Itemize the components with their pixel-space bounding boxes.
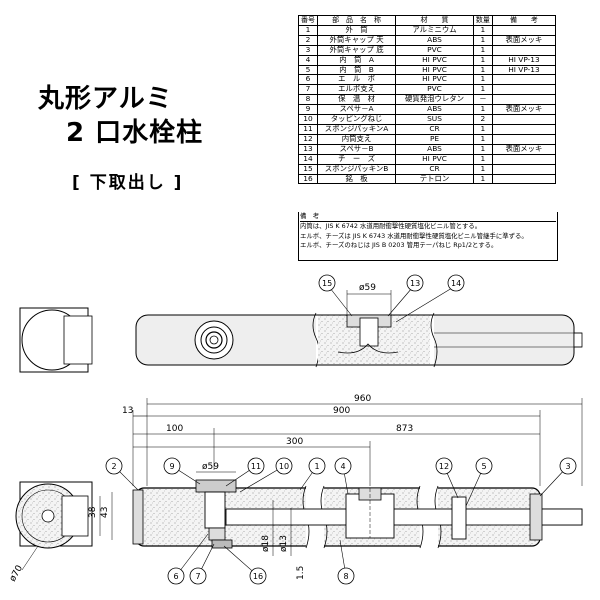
callout-circle <box>337 567 355 585</box>
plan-view: ø59 <box>135 283 583 368</box>
callout-circle <box>275 457 293 475</box>
dim-960: 960 <box>354 394 371 404</box>
callout-1: 1 <box>314 462 319 471</box>
callout-circle <box>308 457 326 475</box>
parts-cell <box>491 173 557 185</box>
parts-cell: 銘 板 <box>316 173 397 185</box>
callout-5: 5 <box>481 462 486 471</box>
dim-1-5: 1.5 <box>296 566 306 580</box>
section-callouts: 2 9 11 10 1 4 12 5 3 6 7 16 8 <box>105 457 577 585</box>
callout-circle <box>247 457 265 475</box>
callout-7: 7 <box>195 572 200 581</box>
notes-heading: 備 考 <box>300 212 556 223</box>
callout-16: 16 <box>253 572 263 581</box>
section-body: 38 43 ø70 ø59 ø18 <box>8 462 583 584</box>
note-line-1: 内筒は、JIS K 6742 水道用耐衝撃性硬質塩化ビニル管とする。 <box>300 222 482 231</box>
callout-circle <box>334 457 352 475</box>
callout-circle <box>163 457 181 475</box>
callout-leader <box>239 465 285 493</box>
callout-circle <box>559 457 577 475</box>
callout-circle <box>435 457 453 475</box>
callout-14: 14 <box>451 279 461 288</box>
section-dim-dia59: ø59 <box>202 462 219 472</box>
dim-dia70: ø70 <box>8 564 25 584</box>
callout-circle <box>189 567 207 585</box>
dim-873: 873 <box>396 424 413 434</box>
title-line1: 丸形アルミ <box>38 84 173 114</box>
dim-900: 900 <box>333 406 350 416</box>
end-view-top <box>19 307 93 373</box>
dim-13: 13 <box>122 406 133 416</box>
callout-9: 9 <box>169 462 174 471</box>
dim-38: 38 <box>88 506 98 518</box>
dim-43: 43 <box>100 507 110 518</box>
note-line-3: エルボ、チーズのねじは JIS B 0203 管用テーパねじ Rp1/2とする。 <box>300 241 498 250</box>
callout-6: 6 <box>173 572 178 581</box>
note-line-2: エルボ、チーズは JIS K 6743 水道用耐衝撃性硬質塩化ビニル管継手に準ず… <box>300 231 528 240</box>
callout-11: 11 <box>251 462 261 471</box>
plan-dia-label: ø59 <box>359 283 376 293</box>
dim-300: 300 <box>286 437 303 447</box>
callout-10: 10 <box>279 462 289 471</box>
callout-15: 15 <box>322 279 332 288</box>
callout-2: 2 <box>111 462 116 471</box>
callout-12: 12 <box>439 462 449 471</box>
dim-dia13: ø13 <box>279 535 289 552</box>
callout-leader <box>175 533 209 577</box>
title-line3: [ 下取出し ] <box>72 173 184 193</box>
callout-4: 4 <box>340 462 345 471</box>
notes-box: 備 考 内筒は、JIS K 6742 水道用耐衝撃性硬質塩化ビニル管とする。 エ… <box>298 212 558 261</box>
callout-3: 3 <box>565 462 570 471</box>
callout-8: 8 <box>343 572 348 581</box>
dim-dia18: ø18 <box>261 535 271 552</box>
plan-callouts: 15 13 14 <box>318 274 465 323</box>
callout-13: 13 <box>410 279 420 288</box>
section-dimensions: 960 900 13 100 873 300 <box>122 394 583 486</box>
callout-circle <box>167 567 185 585</box>
callout-circle <box>105 457 123 475</box>
callout-circle <box>475 457 493 475</box>
callout-circle <box>249 567 267 585</box>
title-line2: 2 口水栓柱 <box>66 118 204 148</box>
dim-100: 100 <box>166 424 183 434</box>
